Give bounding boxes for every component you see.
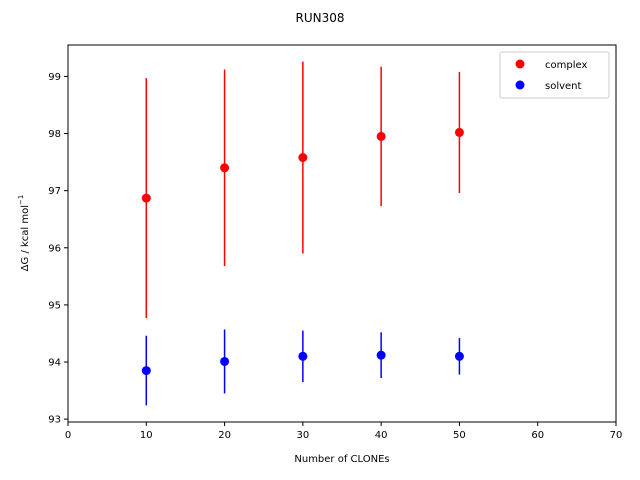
plot-area [141,61,464,406]
y-tick-label: 94 [48,358,61,369]
point-solvent [141,366,151,376]
point-complex [454,127,464,137]
x-tick-label: 30 [296,430,309,441]
point-solvent [298,351,308,361]
x-tick-label: 70 [610,430,623,441]
point-complex [298,153,308,163]
point-solvent [376,350,386,360]
legend-label-solvent: solvent [545,81,582,92]
point-complex [220,163,230,173]
x-tick-label: 0 [65,430,71,441]
y-axis-label-exponent: −1 [17,195,25,205]
y-tick-label: 96 [48,243,61,254]
point-complex [141,193,151,203]
point-solvent [454,351,464,361]
y-tick-label: 93 [48,415,61,426]
x-tick-label: 60 [531,430,544,441]
y-tick-label: 95 [48,300,61,311]
y-tick-label: 98 [48,129,61,140]
legend-label-complex: complex [545,60,587,71]
chart-title: RUN308 [295,11,344,25]
point-solvent [220,356,230,366]
y-axis: 93 94 95 96 97 98 99 [48,72,68,426]
legend-marker-complex [515,59,525,69]
x-tick-label: 50 [453,430,466,441]
x-axis-label: Number of CLONEs [294,454,389,465]
x-tick-label: 20 [218,430,231,441]
plot-frame [67,44,617,423]
legend: complex solvent [499,51,610,99]
y-tick-label: 99 [48,72,61,83]
y-axis-label-text: ΔG / kcal mol [20,205,31,271]
legend-marker-solvent [515,80,525,90]
x-axis: 0 10 20 30 40 50 60 70 [65,422,623,441]
x-tick-label: 10 [140,430,153,441]
point-complex [376,131,386,141]
x-tick-label: 40 [375,430,388,441]
legend-box [499,51,610,99]
y-axis-label: ΔG / kcal mol−1 [17,195,31,272]
y-tick-label: 97 [48,186,61,197]
